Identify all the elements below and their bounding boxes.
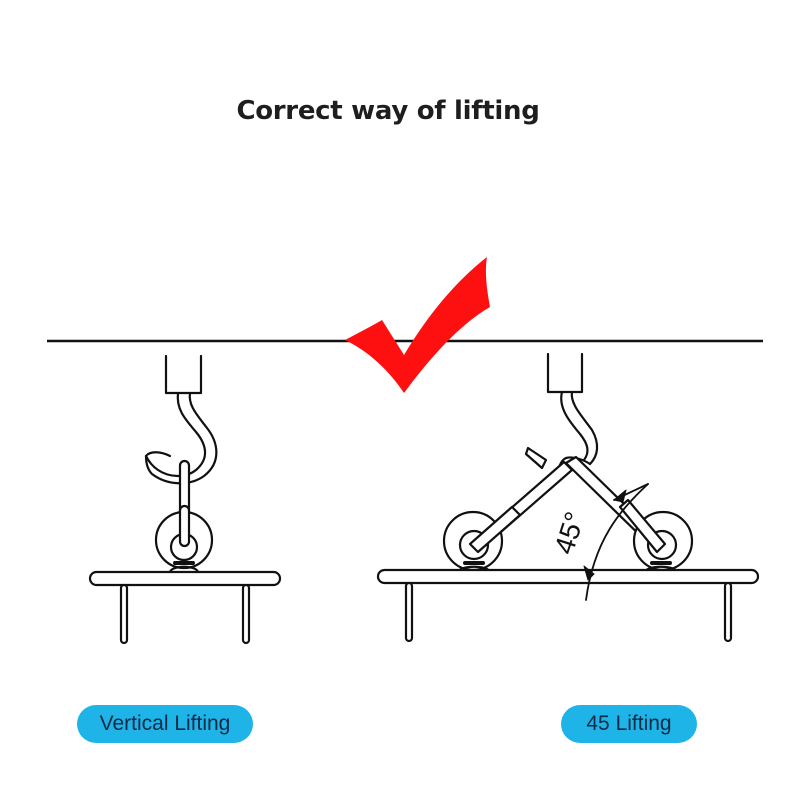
hook-block — [164, 354, 203, 395]
angled-lifting-illustration — [376, 352, 760, 643]
checkmark-icon — [345, 257, 490, 393]
angled-lifting-label: 45 Lifting — [561, 705, 697, 743]
vertical-lifting-label: Vertical Lifting — [77, 705, 253, 743]
angle-label: 45° — [548, 508, 591, 558]
angle-arc — [585, 483, 649, 601]
hook-block — [546, 352, 584, 394]
vertical-lifting-illustration — [88, 354, 282, 645]
page-title: Correct way of lifting — [236, 96, 540, 126]
